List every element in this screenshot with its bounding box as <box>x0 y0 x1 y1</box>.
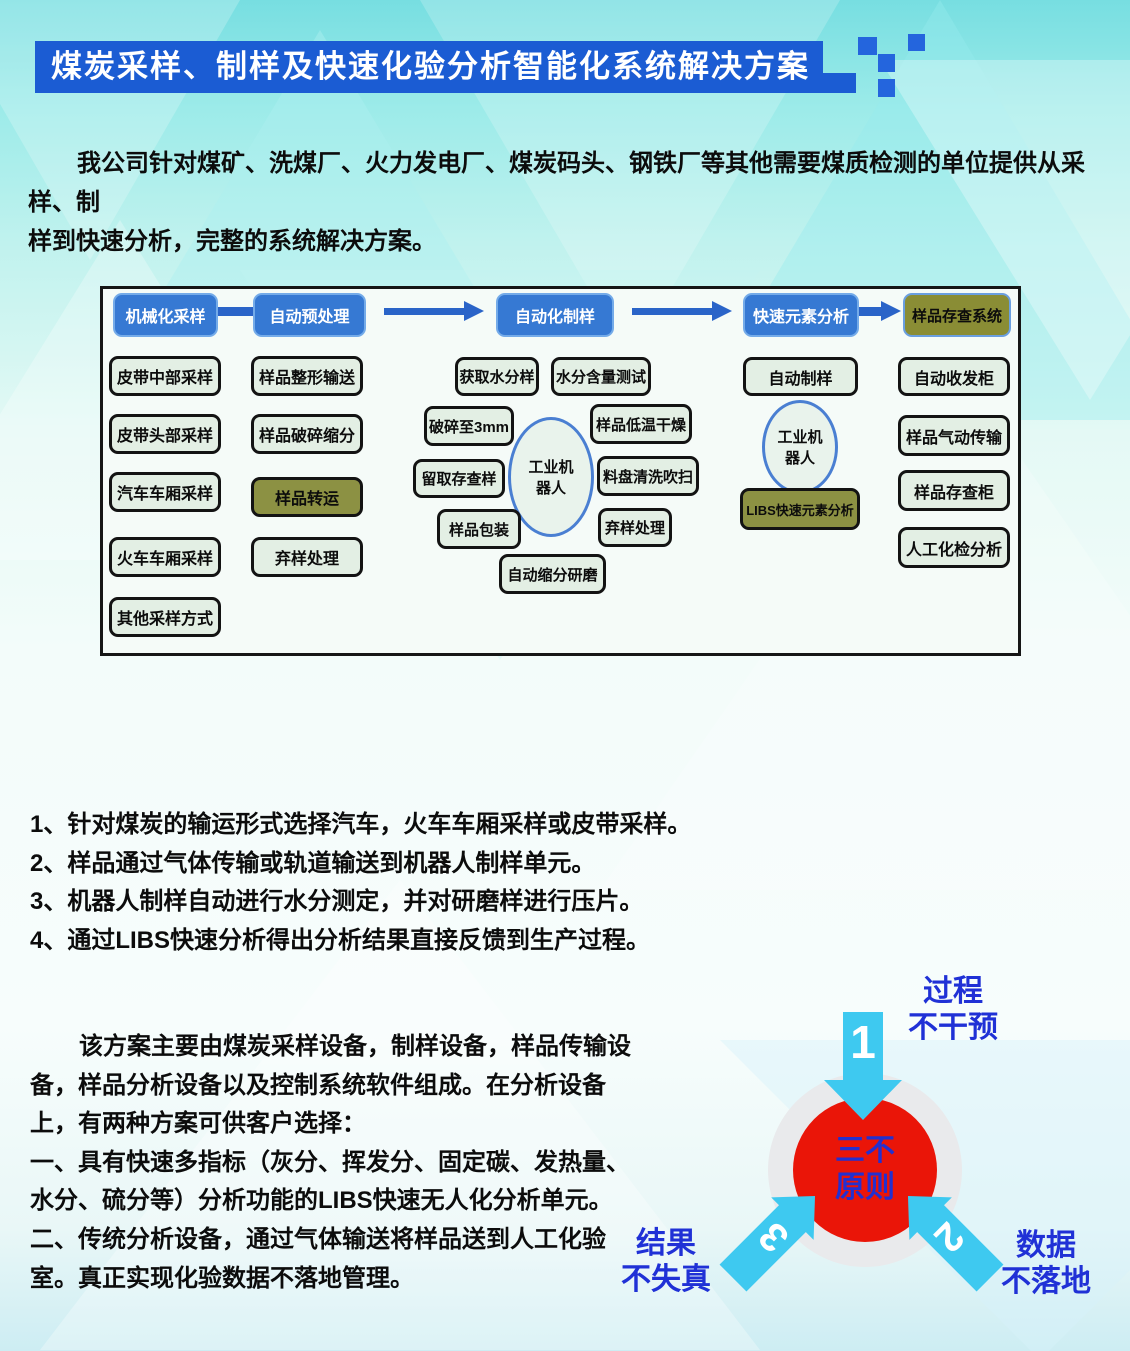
box-train-sampling: 火车车厢采样 <box>109 537 221 577</box>
box-pneumatic-transport: 样品气动传输 <box>898 415 1010 456</box>
deco-square <box>878 79 895 97</box>
stage-mechanized-sampling: 机械化采样 <box>113 293 218 337</box>
box-retain-reference-sample: 留取存查样 <box>413 459 505 498</box>
box-tray-clean-blow: 料盘清洗吹扫 <box>597 456 699 496</box>
box-sample-crushing-division: 样品破碎缩分 <box>251 414 363 454</box>
flowchart: 机械化采样 自动预处理 自动化制样 快速元素分析 样品存查系统 皮带中部采样 皮… <box>100 286 1021 656</box>
principle-arrow-1-number: 1 <box>850 1016 876 1068</box>
intro-paragraph: 我公司针对煤矿、洗煤厂、火力发电厂、煤炭码头、钢铁厂等其他需要煤质检测的单位提供… <box>28 144 1108 261</box>
title-banner-step <box>823 73 856 93</box>
box-discard-handling-2: 弃样处理 <box>598 508 672 547</box>
page-title: 煤炭采样、制样及快速化验分析智能化系统解决方案 <box>51 49 810 84</box>
description-line: 一、具有快速多指标（灰分、挥发分、固定碳、发热量、 <box>30 1148 630 1176</box>
stage-auto-pretreatment: 自动预处理 <box>253 293 366 337</box>
box-libs-rapid-analysis: LIBS快速元素分析 <box>740 488 860 530</box>
box-belt-head-sampling: 皮带头部采样 <box>109 414 221 454</box>
description-line: 备，样品分析设备以及控制系统软件组成。在分析设备 <box>30 1071 606 1099</box>
principle-center-text: 三不 原则 <box>835 1134 895 1204</box>
industrial-robot-ellipse: 工业机 器人 <box>508 417 594 537</box>
title-banner: 煤炭采样、制样及快速化验分析智能化系统解决方案 <box>35 41 823 93</box>
deco-square <box>878 54 895 72</box>
box-low-temp-drying: 样品低温干燥 <box>590 404 692 444</box>
box-auto-sample-making: 自动制样 <box>743 357 858 396</box>
principle-label-data: 数据 不落地 <box>1001 1229 1091 1298</box>
box-discard-handling: 弃样处理 <box>251 537 363 577</box>
stage-auto-sample-prep: 自动化制样 <box>496 293 614 337</box>
step-item: 3、机器人制样自动进行水分测定，并对研磨样进行压片。 <box>30 888 644 915</box>
box-moisture-content-test: 水分含量测试 <box>551 357 651 396</box>
principle-label-process: 过程 不干预 <box>908 975 998 1044</box>
box-get-moisture-sample: 获取水分样 <box>455 357 539 396</box>
flow-arrowhead <box>881 301 901 321</box>
description-line: 室。真正实现化验数据不落地管理。 <box>30 1264 414 1292</box>
description-line: 二、传统分析设备，通过气体输送将样品送到人工化验 <box>30 1225 606 1253</box>
intro-line: 我公司针对煤矿、洗煤厂、火力发电厂、煤炭码头、钢铁厂等其他需要煤质检测的单位提供… <box>28 150 1085 216</box>
deco-square <box>908 34 925 51</box>
stage-sample-storage-system: 样品存查系统 <box>903 293 1011 337</box>
flow-arrow <box>384 308 464 315</box>
stage-rapid-element-analysis: 快速元素分析 <box>743 293 859 337</box>
step-item: 1、针对煤炭的输运形式选择汽车，火车车厢采样或皮带采样。 <box>30 811 692 838</box>
box-sample-storage-cabinet: 样品存查柜 <box>898 470 1010 511</box>
step-item: 4、通过LIBS快速分析得出分析结果直接反馈到生产过程。 <box>30 926 651 954</box>
box-crush-to-3mm: 破碎至3mm <box>424 406 514 446</box>
principle-arrowhead-1 <box>824 1080 902 1120</box>
box-sample-transfer: 样品转运 <box>251 477 363 517</box>
deco-square <box>858 37 877 55</box>
box-manual-lab-analysis: 人工化检分析 <box>898 527 1010 568</box>
principle-label-result: 结果 不失真 <box>621 1227 711 1296</box>
intro-line: 样到快速分析，完整的系统解决方案。 <box>28 228 436 255</box>
steps-list: 1、针对煤炭的输运形式选择汽车，火车车厢采样或皮带采样。 2、样品通过气体传输或… <box>30 806 691 960</box>
flow-connector <box>218 307 255 316</box>
flow-arrow <box>859 307 881 316</box>
flow-arrow <box>632 308 712 315</box>
box-other-sampling: 其他采样方式 <box>109 597 221 637</box>
box-sample-shaping-transport: 样品整形输送 <box>251 356 363 396</box>
description-line: 上，有两种方案可供客户选择： <box>30 1110 366 1138</box>
box-auto-division-grinding: 自动缩分研磨 <box>499 554 606 594</box>
box-truck-sampling: 汽车车厢采样 <box>109 472 221 512</box>
box-auto-dispatch-cabinet: 自动收发柜 <box>898 357 1010 396</box>
box-sample-packaging: 样品包装 <box>437 509 521 549</box>
description-line: 水分、硫分等）分析功能的LIBS快速无人化分析单元。 <box>30 1187 613 1215</box>
description-line: 该方案主要由煤炭采样设备，制样设备，样品传输设 <box>79 1033 631 1060</box>
step-item: 2、样品通过气体传输或轨道输送到机器人制样单元。 <box>30 849 596 877</box>
flow-arrowhead <box>712 301 732 321</box>
box-belt-middle-sampling: 皮带中部采样 <box>109 356 221 396</box>
industrial-robot-ellipse-2: 工业机 器人 <box>762 400 838 494</box>
flow-arrowhead <box>464 301 484 321</box>
principle-arrow-1 <box>843 1012 883 1080</box>
description-paragraph: 该方案主要由煤炭采样设备，制样设备，样品传输设 备，样品分析设备以及控制系统软件… <box>30 1028 640 1298</box>
principle-red-circle <box>793 1098 937 1242</box>
